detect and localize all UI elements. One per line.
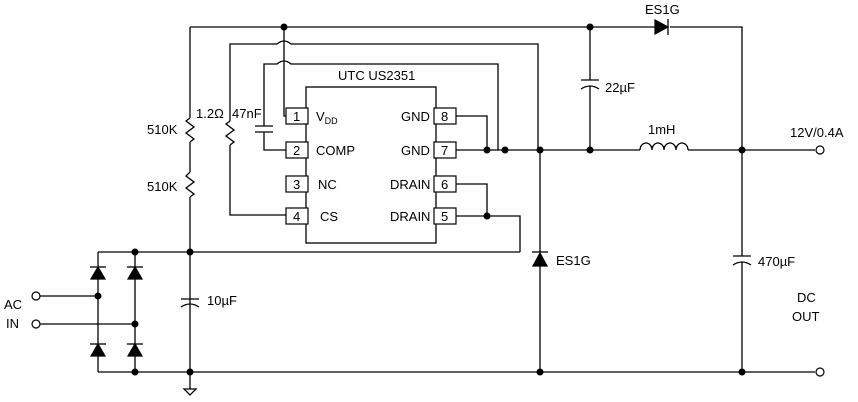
ic-package [285, 86, 457, 244]
pin-3-number: 3 [293, 177, 300, 192]
pin-6-name: DRAIN [390, 177, 430, 192]
capacitor-22uf-label: 22µF [605, 80, 635, 95]
pin-5-name: DRAIN [390, 209, 430, 224]
top-rail [189, 18, 743, 148]
input-capacitor [180, 298, 200, 308]
pin-4-number: 4 [293, 209, 300, 224]
freewheel-diode [531, 150, 549, 372]
dc-out-label-line1: DC [797, 290, 816, 305]
gnd-pin-wiring [456, 115, 640, 154]
dc-out-negative-terminal [815, 367, 825, 377]
capacitor-22uf [580, 27, 600, 150]
chip-title: UTC US2351 [338, 68, 415, 83]
pin-7-name: GND [401, 143, 430, 158]
output-capacitor [732, 150, 752, 372]
pin-5-number: 5 [441, 209, 448, 224]
pin-6-number: 6 [441, 177, 448, 192]
pin-8-name: GND [401, 109, 430, 124]
ground-rail [98, 368, 815, 396]
dc-out-label-line2: OUT [792, 309, 820, 324]
vdd-wire [283, 27, 286, 117]
output-capacitor-label: 470µF [758, 254, 795, 269]
ac-in-label-line2: IN [6, 316, 19, 331]
comp-capacitor-label: 47nF [232, 106, 262, 121]
resistor-divider [184, 117, 196, 372]
pin-4-name: CS [320, 209, 338, 224]
pin-1-name: VDD [316, 109, 338, 126]
pin-2-name: COMP [316, 143, 355, 158]
inductor-label: 1mH [648, 122, 675, 137]
ac-in-terminal-2 [31, 319, 41, 329]
ac-in-terminal-1 [31, 291, 41, 301]
dc-out-positive-terminal [815, 145, 825, 155]
pin-7-number: 7 [441, 143, 448, 158]
pin-3-name: NC [318, 177, 337, 192]
ac-in-label-line1: AC [4, 297, 22, 312]
pin-2-number: 2 [293, 143, 300, 158]
freewheel-diode-label: ES1G [556, 253, 591, 268]
pin-1-number: 1 [293, 109, 300, 124]
output-rating-label: 12V/0.4A [790, 125, 844, 140]
bridge-rectifier [40, 248, 520, 372]
inductor [639, 142, 815, 154]
input-capacitor-label: 10µF [207, 293, 237, 308]
sense-resistor-label: 1.2Ω [196, 106, 224, 121]
diode-top-label: ES1G [645, 2, 680, 17]
resistor-bottom-label: 510K [147, 179, 178, 194]
pin-8-number: 8 [441, 109, 448, 124]
drain-pin-wiring [456, 183, 521, 252]
resistor-top-label: 510K [147, 122, 178, 137]
